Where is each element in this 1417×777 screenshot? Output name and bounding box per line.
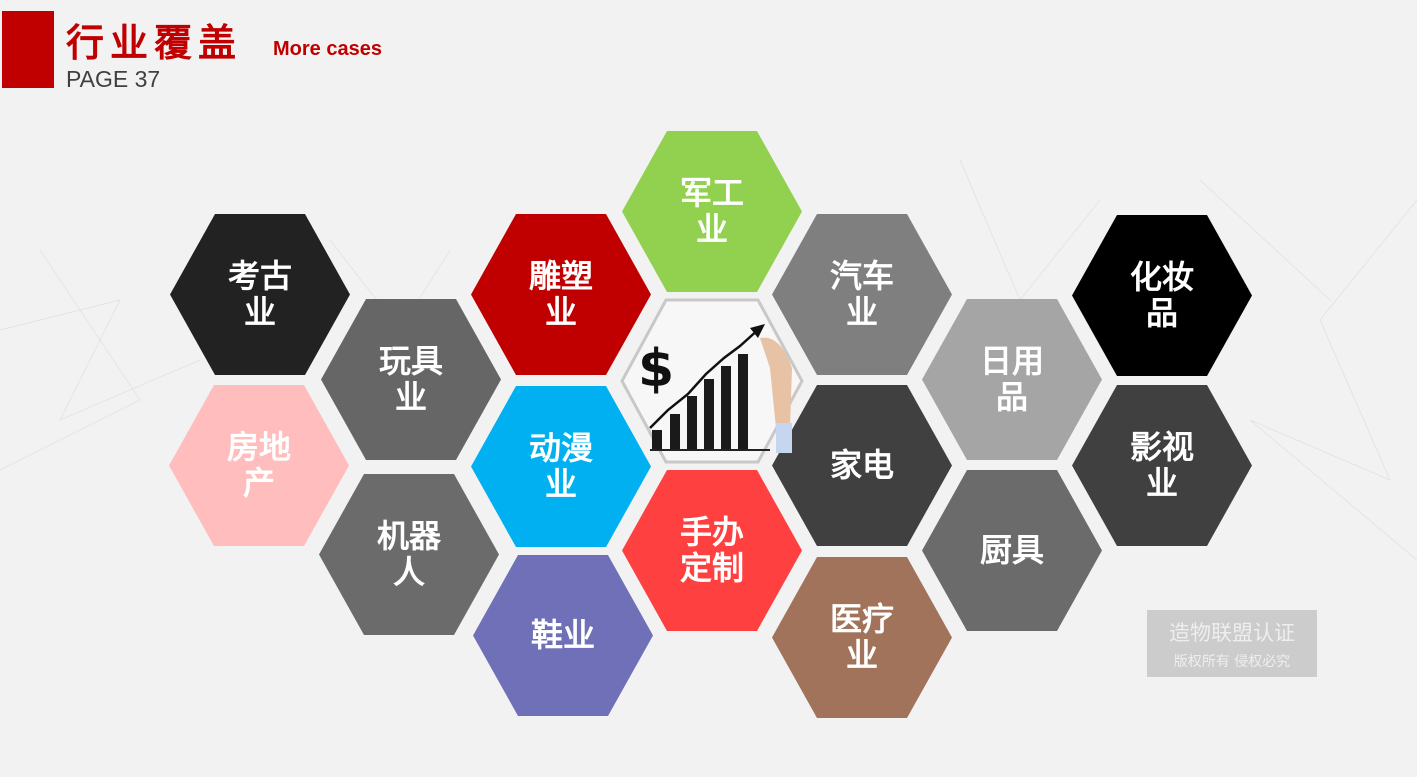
page-subtitle: More cases <box>273 38 382 60</box>
hex-daily-goods: 日用品 <box>922 299 1102 460</box>
svg-text:$: $ <box>638 339 674 399</box>
hex-toys: 玩具业 <box>321 299 501 460</box>
page-number: PAGE 37 <box>66 66 161 92</box>
page-title: 行业覆盖 <box>66 21 243 65</box>
growth-chart-image: $ <box>620 298 804 464</box>
title-accent-bar <box>2 11 54 88</box>
copyright-watermark: 造物联盟认证 版权所有 侵权必究 <box>1147 610 1317 677</box>
